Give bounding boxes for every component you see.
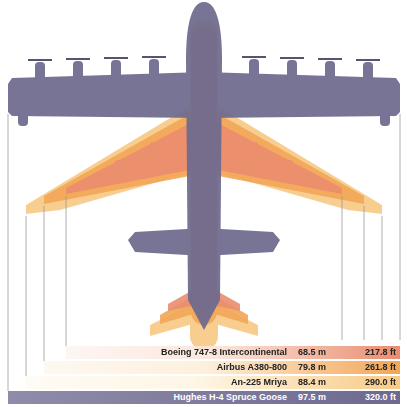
aircraft-name: Airbus A380-800	[217, 361, 287, 374]
span-feet: 320.0 ft	[365, 391, 396, 404]
span-feet: 261.8 ft	[365, 361, 396, 374]
span-metres: 68.5 m	[298, 346, 326, 359]
wingspan-band: Airbus A380-800 79.8 m 261.8 ft	[44, 361, 400, 374]
span-metres: 88.4 m	[298, 376, 326, 389]
wingspan-band: Boeing 747-8 Intercontinental 68.5 m 217.8…	[66, 346, 400, 359]
span-feet: 290.0 ft	[365, 376, 396, 389]
h4-propellers	[28, 57, 380, 60]
wingtip-lines	[8, 114, 400, 391]
span-metres: 97.5 m	[298, 391, 326, 404]
span-metres: 79.8 m	[298, 361, 326, 374]
aircraft-name: Hughes H-4 Spruce Goose	[173, 391, 287, 404]
aircraft-name: An-225 Mriya	[231, 376, 287, 389]
wingspan-band: An-225 Mriya 88.4 m 290.0 ft	[26, 376, 400, 389]
h4-silhouette	[8, 2, 400, 330]
span-feet: 217.8 ft	[365, 346, 396, 359]
aircraft-name: Boeing 747-8 Intercontinental	[161, 346, 287, 359]
wingspan-band: Hughes H-4 Spruce Goose 97.5 m 320.0 ft	[8, 391, 400, 404]
